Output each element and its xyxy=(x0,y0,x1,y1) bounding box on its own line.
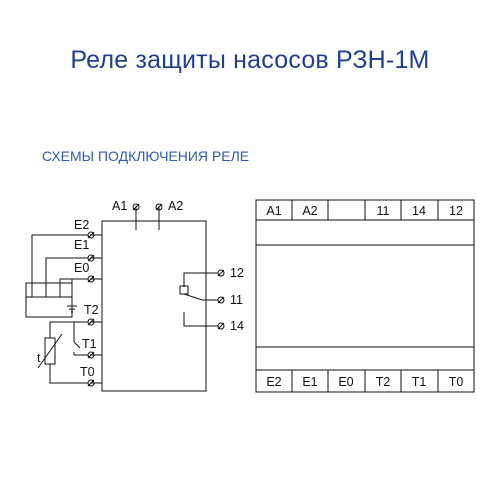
front-top-14: 14 xyxy=(412,204,426,218)
label-11: 11 xyxy=(230,293,243,307)
label-E1: E1 xyxy=(74,238,89,252)
front-top-11: 11 xyxy=(377,204,390,218)
label-E2: E2 xyxy=(74,218,89,232)
label-E0: E0 xyxy=(74,261,89,275)
water-tank xyxy=(25,282,73,318)
relay-body xyxy=(101,220,207,392)
label-A1: A1 xyxy=(112,199,127,213)
label-T2: T2 xyxy=(84,303,99,317)
front-bottom-T2: T2 xyxy=(376,375,391,389)
front-top-A1: A1 xyxy=(266,204,281,218)
label-A2: A2 xyxy=(168,199,183,213)
relay-front-view xyxy=(255,199,475,393)
terminal-A2-symbol xyxy=(155,203,163,211)
label-T0: T0 xyxy=(80,365,95,379)
page-title: Реле защиты насосов РЗН-1М xyxy=(70,46,430,74)
right-terminal-symbols xyxy=(217,269,225,330)
label-sensor-t: t xyxy=(37,351,41,365)
front-bottom-E0: E0 xyxy=(338,375,353,389)
front-bottom-T0: T0 xyxy=(449,375,464,389)
front-bottom-E1: E1 xyxy=(302,375,317,389)
front-top-A2: A2 xyxy=(302,204,317,218)
front-bottom-E2: E2 xyxy=(266,375,281,389)
label-14: 14 xyxy=(230,319,244,333)
terminal-A1-symbol xyxy=(132,203,140,211)
front-bottom-T1: T1 xyxy=(412,375,427,389)
label-T1: T1 xyxy=(82,337,97,351)
section-subtitle: СХЕМЫ ПОДКЛЮЧЕНИЯ РЕЛЕ xyxy=(42,148,250,164)
label-12: 12 xyxy=(230,266,244,280)
front-top-12: 12 xyxy=(449,204,463,218)
